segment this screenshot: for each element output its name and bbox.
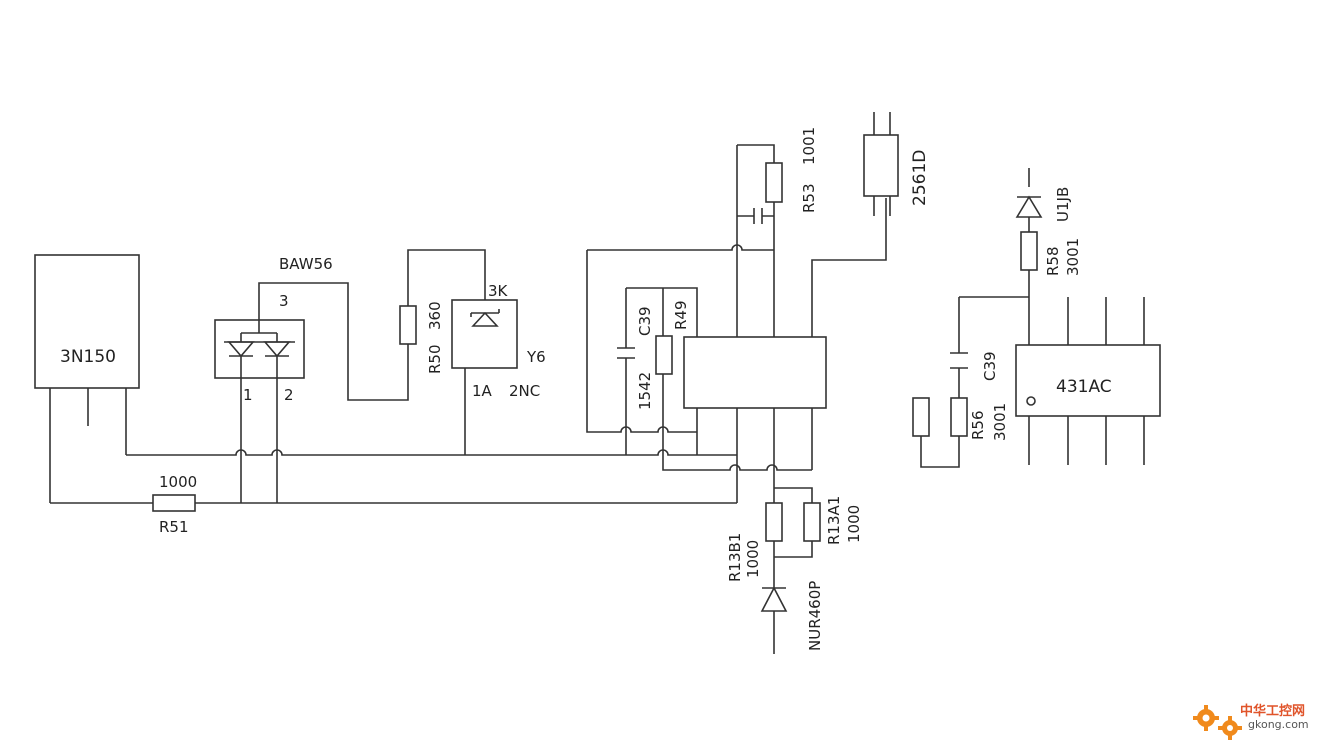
resistor-r13b1: [765, 502, 783, 542]
wires: [49, 112, 1145, 654]
pin1-marker-icon: [1026, 396, 1036, 406]
label-r56-name: R56: [969, 410, 987, 440]
diode-nur460p: [760, 586, 788, 612]
wire: [811, 198, 887, 337]
wire: [407, 249, 486, 306]
wire: [1028, 416, 1145, 465]
label-y6-pin-a: 1A: [472, 382, 493, 400]
diode-u1jb: [1015, 195, 1043, 218]
label-y6-pin-k: 3K: [488, 282, 509, 300]
label-r58-value: 3001: [1064, 238, 1082, 276]
label-baw56: BAW56: [279, 255, 333, 273]
regulator-y6: [451, 299, 518, 369]
wire: [774, 487, 813, 558]
label-2561d: 2561D: [910, 150, 930, 206]
ic-431ac: [1015, 344, 1161, 417]
watermark: 中华工控网 gkong.com: [1188, 696, 1320, 746]
resistor-r49: [655, 335, 673, 375]
label-r51-name: R51: [159, 518, 189, 536]
label-r53-value: 1001: [800, 127, 818, 165]
label-r13a1-name: R13A1: [825, 496, 843, 545]
label-r13b1-value: 1000: [744, 540, 762, 578]
ic-main: [683, 336, 827, 409]
label-c39-right: C39: [981, 351, 999, 381]
resistor-unlabeled: [912, 397, 930, 437]
watermark-url: gkong.com: [1248, 718, 1309, 731]
label-nur460p: NUR460P: [806, 581, 824, 651]
label-r13a1-value: 1000: [845, 505, 863, 543]
label-r50-value: 360: [426, 301, 444, 330]
label-y6-pin-nc: 2NC: [509, 382, 540, 400]
wire: [920, 436, 960, 468]
label-r50-name: R50: [426, 344, 444, 374]
resistor-r56: [950, 397, 968, 437]
label-3n150: 3N150: [60, 347, 116, 367]
watermark-cn: 中华工控网: [1240, 704, 1306, 719]
diode-baw56: [214, 319, 305, 379]
label-baw56-pin1: 1: [243, 386, 253, 404]
resistor-r13a1: [803, 502, 821, 542]
wire: [737, 144, 775, 337]
gear-icon: [1193, 705, 1242, 740]
label-r13b1-name: R13B1: [726, 533, 744, 582]
label-c39-left: C39: [636, 306, 654, 336]
capacitor-top: [753, 208, 763, 224]
wire: [1067, 297, 1145, 345]
label-r56-value: 3001: [991, 403, 1009, 441]
resistor-r53: [765, 162, 783, 203]
label-r58-name: R58: [1044, 246, 1062, 276]
resistor-r58: [1020, 231, 1038, 271]
label-r49: R49: [672, 300, 690, 330]
wire: [873, 112, 891, 216]
wire: [662, 455, 812, 471]
wire: [586, 250, 697, 433]
label-1542: 1542: [636, 372, 654, 410]
ic-3n150: [34, 254, 140, 389]
capacitor-c39-left: [617, 347, 635, 359]
label-431ac: 431AC: [1056, 377, 1112, 397]
wire: [587, 244, 774, 251]
label-y6: Y6: [526, 348, 546, 366]
wire: [126, 449, 737, 456]
label-baw56-pin2: 2: [284, 386, 294, 404]
label-r51-value: 1000: [159, 473, 197, 491]
resistor-r50: [399, 305, 417, 345]
label-r53-name: R53: [800, 183, 818, 213]
resistor-r51: [152, 494, 196, 512]
capacitor-c39-right: [950, 352, 968, 369]
connector-2561d: [863, 134, 899, 197]
wire: [258, 282, 409, 401]
label-baw56-pin3: 3: [279, 292, 289, 310]
label-u1jb: U1JB: [1054, 187, 1072, 222]
